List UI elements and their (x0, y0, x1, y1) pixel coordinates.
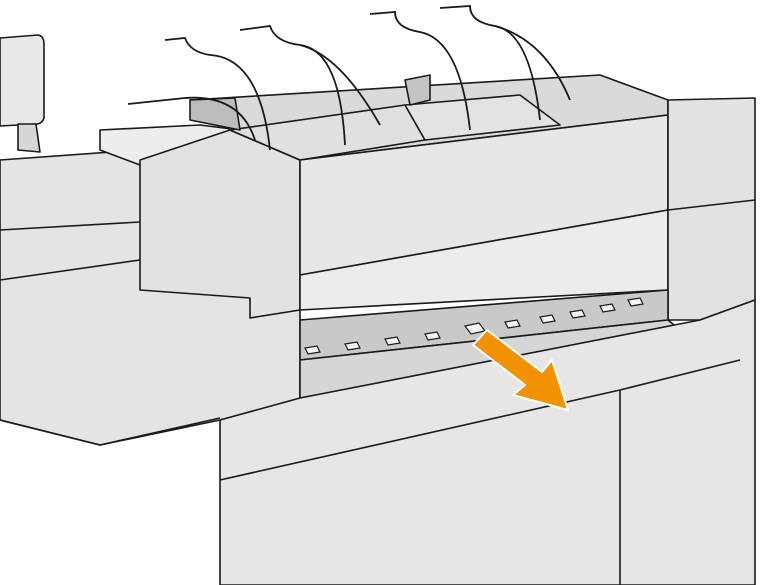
stacker-wires (127, 5, 571, 151)
center-housing (139, 129, 301, 319)
arrow-down-right-icon (472, 329, 569, 411)
control-panel-screen (0, 34, 45, 127)
lower-front (219, 299, 756, 585)
control-panel-stand (17, 123, 41, 153)
